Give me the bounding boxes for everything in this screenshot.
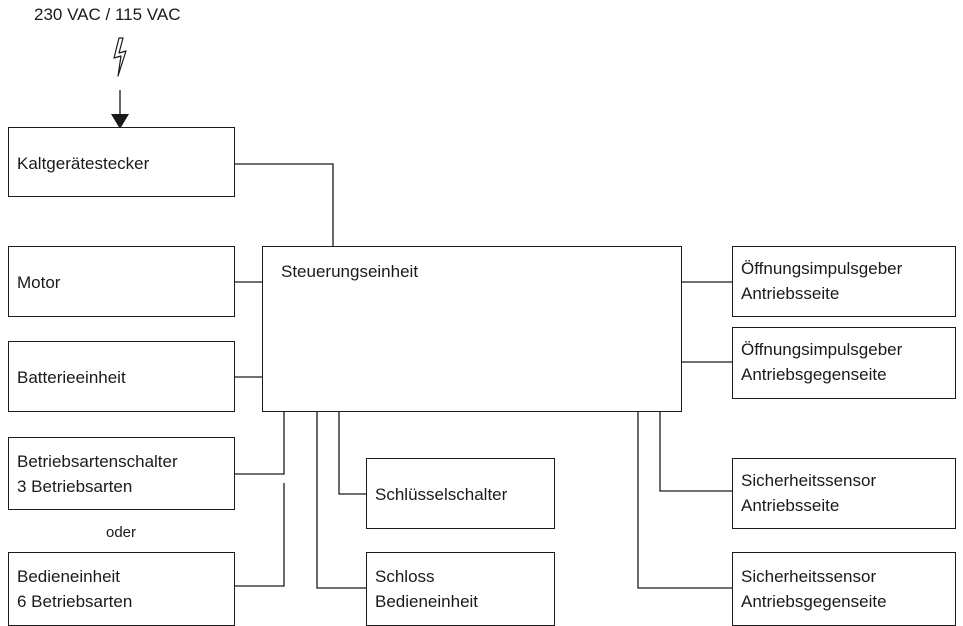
block-label: Betriebsartenschalter 3 Betriebsarten	[17, 452, 178, 496]
block-bedieneinheit: Bedieneinheit 6 Betriebsarten	[8, 552, 235, 626]
wire-sicherheit-antrieb	[659, 411, 732, 492]
block-motor: Motor	[8, 246, 235, 317]
block-label: Batterieeinheit	[17, 368, 126, 387]
block-label: Sicherheitssensor Antriebsseite	[741, 471, 877, 515]
block-sicherheitssensor-antriebsseite: Sicherheitssensor Antriebsseite	[732, 458, 956, 529]
wire-bedieneinheit	[234, 483, 285, 587]
block-schloss: Schloss Bedieneinheit	[366, 552, 555, 626]
block-label: Bedieneinheit 6 Betriebsarten	[17, 567, 133, 611]
block-label: Sicherheitssensor Antriebsgegenseite	[741, 567, 887, 611]
power-label: 230 VAC / 115 VAC	[34, 5, 181, 24]
block-label: Kaltgerätestecker	[17, 154, 150, 173]
wire-schloss	[316, 411, 366, 589]
block-betriebsartenschalter: Betriebsartenschalter 3 Betriebsarten	[8, 437, 235, 510]
block-label: Öffnungsimpulsgeber Antriebsseite	[741, 259, 903, 303]
block-steuerungseinheit: Steuerungseinheit	[262, 246, 682, 412]
block-label: Öffnungsimpulsgeber Antriebsgegenseite	[741, 340, 903, 384]
block-label: Schlüsselschalter	[375, 485, 508, 504]
wire-sicherheit-gegen	[637, 411, 732, 589]
wire-kaltgeraete	[234, 163, 334, 246]
block-label: Steuerungseinheit	[281, 262, 419, 281]
block-schluesselschalter: Schlüsselschalter	[366, 458, 555, 529]
block-label: Motor	[17, 273, 61, 292]
power-arrowhead	[111, 114, 129, 129]
oder-label: oder	[106, 524, 137, 541]
block-batterieeinheit: Batterieeinheit	[8, 341, 235, 412]
wire-betriebsartenschalter	[234, 411, 285, 475]
wire-schluesselschalter	[338, 411, 366, 495]
block-oeffnungsimpulsgeber-antriebsgegenseite: Öffnungsimpulsgeber Antriebsgegenseite	[732, 327, 956, 399]
block-label: Schloss Bedieneinheit	[375, 567, 479, 611]
block-oeffnungsimpulsgeber-antriebsseite: Öffnungsimpulsgeber Antriebsseite	[732, 246, 956, 317]
block-sicherheitssensor-antriebsgegenseite: Sicherheitssensor Antriebsgegenseite	[732, 552, 956, 626]
lightning-icon	[113, 37, 127, 77]
block-kaltgeraetestecker: Kaltgerätestecker	[8, 127, 235, 197]
